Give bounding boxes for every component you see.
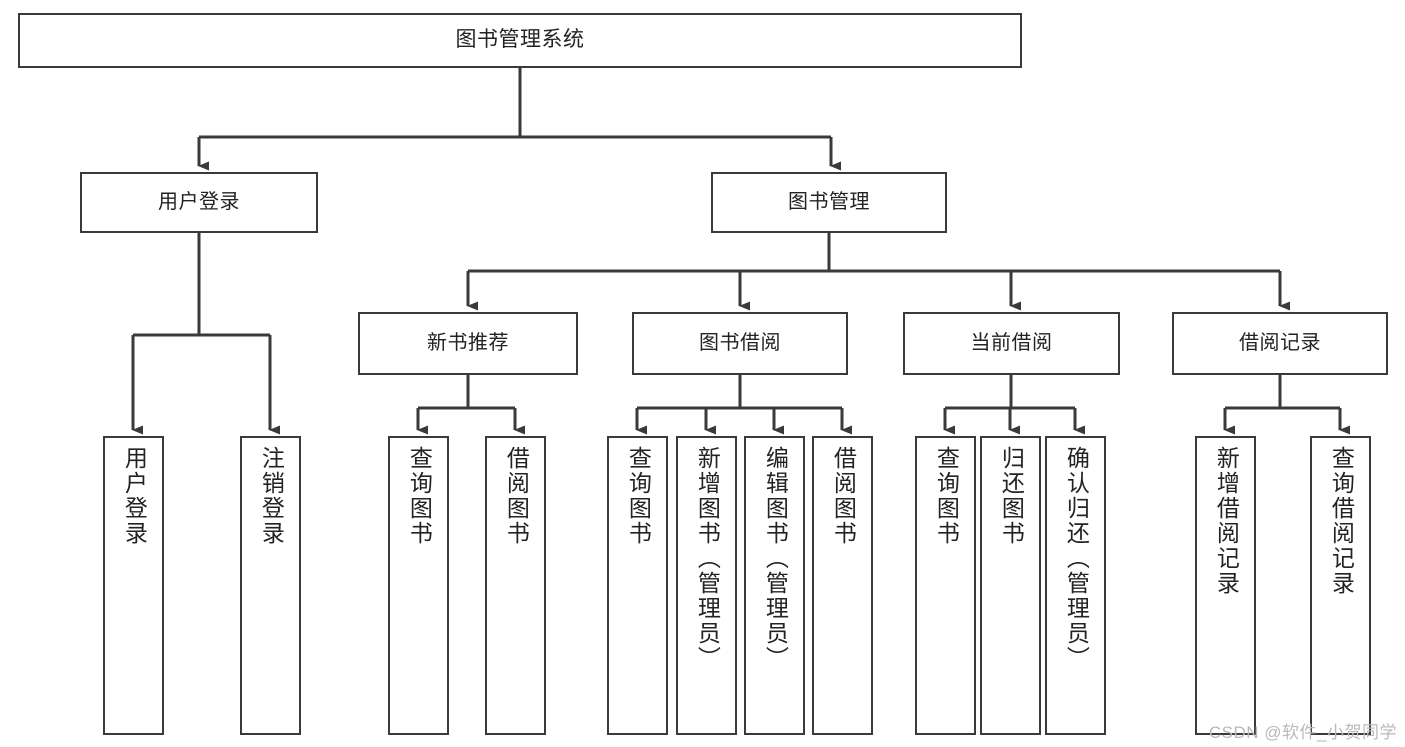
node-book-borrow-label: 图书借阅 bbox=[699, 331, 781, 354]
node-leaf-add-book[interactable]: 新增图书（管理员） bbox=[676, 436, 737, 735]
node-leaf-add-record-label: 新增借阅记录 bbox=[1213, 446, 1240, 596]
node-leaf-borrow-book-1-label: 借阅图书 bbox=[503, 446, 530, 546]
node-leaf-query-book-3[interactable]: 查询图书 bbox=[915, 436, 976, 735]
node-leaf-query-book-2-label: 查询图书 bbox=[625, 446, 652, 546]
node-leaf-query-book-1-label: 查询图书 bbox=[406, 446, 433, 546]
node-leaf-borrow-book-2[interactable]: 借阅图书 bbox=[812, 436, 873, 735]
node-borrow-record-label: 借阅记录 bbox=[1239, 331, 1321, 354]
node-book-manage-label: 图书管理 bbox=[788, 190, 870, 213]
node-leaf-borrow-book-1[interactable]: 借阅图书 bbox=[485, 436, 546, 735]
node-leaf-user-logout[interactable]: 注销登录 bbox=[240, 436, 301, 735]
node-root-system[interactable]: 图书管理系统 bbox=[18, 13, 1022, 68]
node-leaf-add-record[interactable]: 新增借阅记录 bbox=[1195, 436, 1256, 735]
node-new-book-recommendation[interactable]: 新书推荐 bbox=[358, 312, 578, 375]
node-root-label: 图书管理系统 bbox=[455, 28, 585, 52]
node-leaf-query-book-1[interactable]: 查询图书 bbox=[388, 436, 449, 735]
node-leaf-confirm-return[interactable]: 确认归还（管理员） bbox=[1045, 436, 1106, 735]
node-user-login[interactable]: 用户登录 bbox=[80, 172, 318, 233]
node-leaf-add-book-label: 新增图书（管理员） bbox=[694, 446, 721, 671]
node-leaf-query-record-label: 查询借阅记录 bbox=[1328, 446, 1355, 596]
node-current-borrow[interactable]: 当前借阅 bbox=[903, 312, 1120, 375]
node-user-login-label: 用户登录 bbox=[158, 190, 240, 213]
node-leaf-query-record[interactable]: 查询借阅记录 bbox=[1310, 436, 1371, 735]
node-book-manage[interactable]: 图书管理 bbox=[711, 172, 947, 233]
node-new-book-rec-label: 新书推荐 bbox=[427, 331, 509, 354]
csdn-watermark: CSDN @软件_小贺同学 bbox=[1208, 723, 1397, 742]
node-borrow-record[interactable]: 借阅记录 bbox=[1172, 312, 1388, 375]
node-leaf-edit-book-label: 编辑图书（管理员） bbox=[762, 446, 789, 671]
node-leaf-query-book-3-label: 查询图书 bbox=[933, 446, 960, 546]
node-book-borrow[interactable]: 图书借阅 bbox=[632, 312, 848, 375]
node-leaf-borrow-book-2-label: 借阅图书 bbox=[830, 446, 857, 546]
node-leaf-user-login-label: 用户登录 bbox=[121, 446, 148, 546]
node-current-borrow-label: 当前借阅 bbox=[970, 331, 1053, 354]
node-leaf-user-login[interactable]: 用户登录 bbox=[103, 436, 164, 735]
node-leaf-query-book-2[interactable]: 查询图书 bbox=[607, 436, 668, 735]
node-leaf-return-book-label: 归还图书 bbox=[998, 446, 1025, 546]
node-leaf-confirm-return-label: 确认归还（管理员） bbox=[1063, 446, 1090, 671]
node-leaf-user-logout-label: 注销登录 bbox=[258, 446, 285, 546]
node-leaf-return-book[interactable]: 归还图书 bbox=[980, 436, 1041, 735]
node-leaf-edit-book[interactable]: 编辑图书（管理员） bbox=[744, 436, 805, 735]
